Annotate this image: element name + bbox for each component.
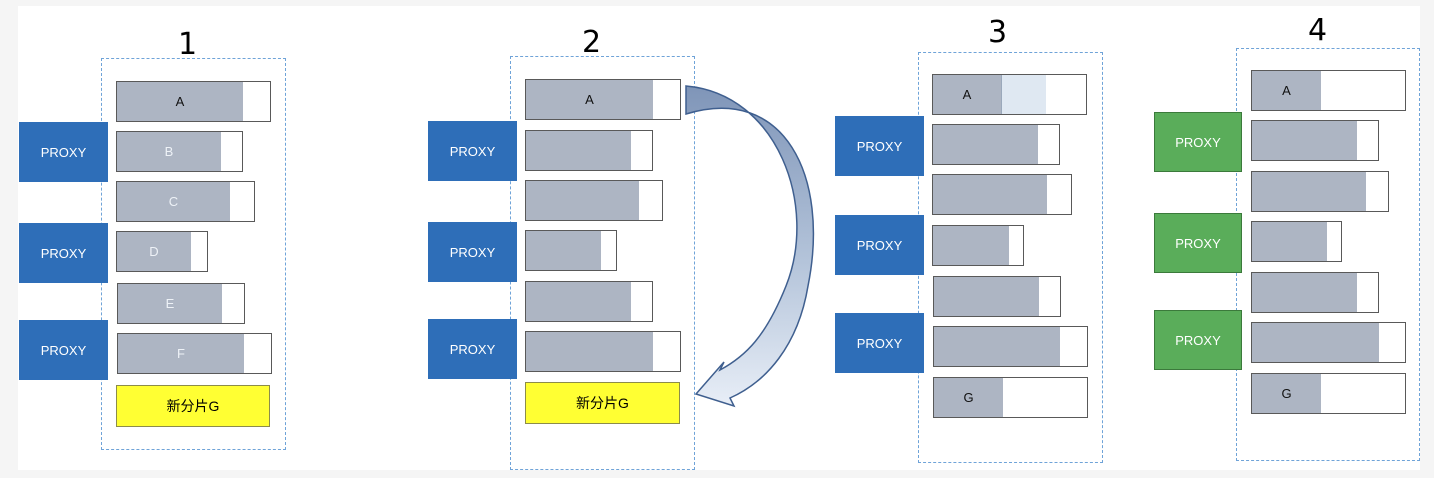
shard-a: A (932, 74, 1087, 115)
shard-a: A (116, 81, 271, 122)
shard-label: A (962, 87, 972, 102)
shard-d: D (116, 231, 208, 272)
proxy-node: PROXY (19, 223, 108, 283)
shard-label (1252, 172, 1366, 211)
shard (1251, 120, 1379, 161)
shard (1251, 221, 1342, 262)
shard-a: A (525, 79, 681, 120)
shard-label (934, 277, 1039, 316)
shard (525, 281, 653, 322)
shard (932, 174, 1072, 215)
shard-c: C (116, 181, 255, 222)
shard-label: B (164, 144, 174, 159)
proxy-node: PROXY (428, 222, 517, 282)
shard-label (1252, 273, 1357, 312)
shard-a: A (1251, 70, 1406, 111)
proxy-node: PROXY (835, 116, 924, 176)
panel-1-number: 1 (178, 27, 198, 62)
shard-label (1252, 121, 1357, 160)
proxy-node: PROXY (428, 319, 517, 379)
shard (525, 130, 653, 171)
shard-g: G (1251, 373, 1406, 414)
shard-label: A (585, 92, 594, 107)
shard-label (934, 327, 1060, 366)
proxy-node: PROXY (1154, 112, 1242, 172)
shard-label: G (1281, 386, 1292, 401)
shard-b: B (116, 131, 243, 172)
shard-label: D (149, 244, 159, 259)
shard-label: E (165, 296, 175, 311)
shard-label: F (177, 346, 185, 361)
shard (1251, 171, 1389, 212)
proxy-node: PROXY (1154, 213, 1242, 273)
shard-label: C (168, 194, 179, 209)
shard (525, 180, 663, 221)
shard (1251, 322, 1406, 363)
new-shard-g: 新分片G (116, 385, 270, 427)
shard (933, 326, 1088, 367)
shard-label (933, 125, 1038, 164)
shard (932, 225, 1024, 266)
proxy-node: PROXY (1154, 310, 1242, 370)
new-shard-g: 新分片G (525, 382, 680, 424)
shard-label: G (963, 390, 974, 405)
proxy-node: PROXY (835, 313, 924, 373)
proxy-node: PROXY (835, 215, 924, 275)
panel-3-number: 3 (988, 15, 1008, 50)
proxy-node: PROXY (19, 320, 108, 380)
shard (525, 230, 617, 271)
proxy-node: PROXY (19, 122, 108, 182)
shard (933, 276, 1061, 317)
shard (932, 124, 1060, 165)
shard-g: G (933, 377, 1088, 418)
panel-2-number: 2 (582, 25, 602, 60)
diagram-canvas: 1 A B C D E F 新分片G PROXY PROXY PROXY 2 A (18, 6, 1420, 470)
migration-arrow (685, 85, 815, 408)
shard-label (933, 175, 1047, 214)
shard (525, 331, 681, 372)
shard-label (1252, 222, 1327, 261)
shard-label: A (1282, 83, 1291, 98)
shard-label: A (175, 94, 185, 109)
proxy-node: PROXY (428, 121, 517, 181)
shard-f: F (117, 333, 272, 374)
shard-label (933, 226, 1009, 265)
shard-e: E (117, 283, 245, 324)
panel-4-number: 4 (1308, 13, 1328, 48)
shard (1251, 272, 1379, 313)
shard-label (1252, 323, 1379, 362)
